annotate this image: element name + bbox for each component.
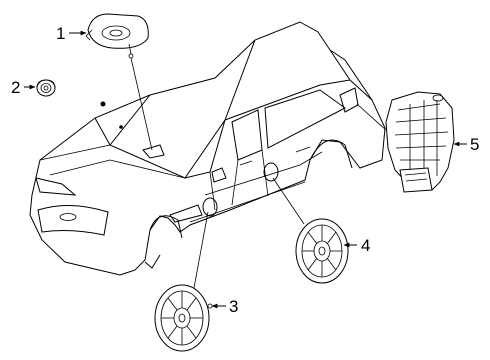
part-2-tweeter — [36, 79, 56, 97]
callout-5: 5 — [470, 135, 479, 154]
callout-leaders — [24, 30, 467, 309]
callout-3: 3 — [229, 297, 238, 316]
part-1-center-speaker — [85, 13, 153, 151]
part-4-door-speaker — [272, 177, 349, 284]
part-3-door-speaker — [154, 211, 213, 352]
callout-1: 1 — [56, 24, 65, 43]
part-5-subwoofer — [356, 91, 455, 193]
callout-4: 4 — [361, 236, 370, 255]
vehicle-outline — [29, 21, 386, 276]
callout-2: 2 — [11, 78, 20, 97]
